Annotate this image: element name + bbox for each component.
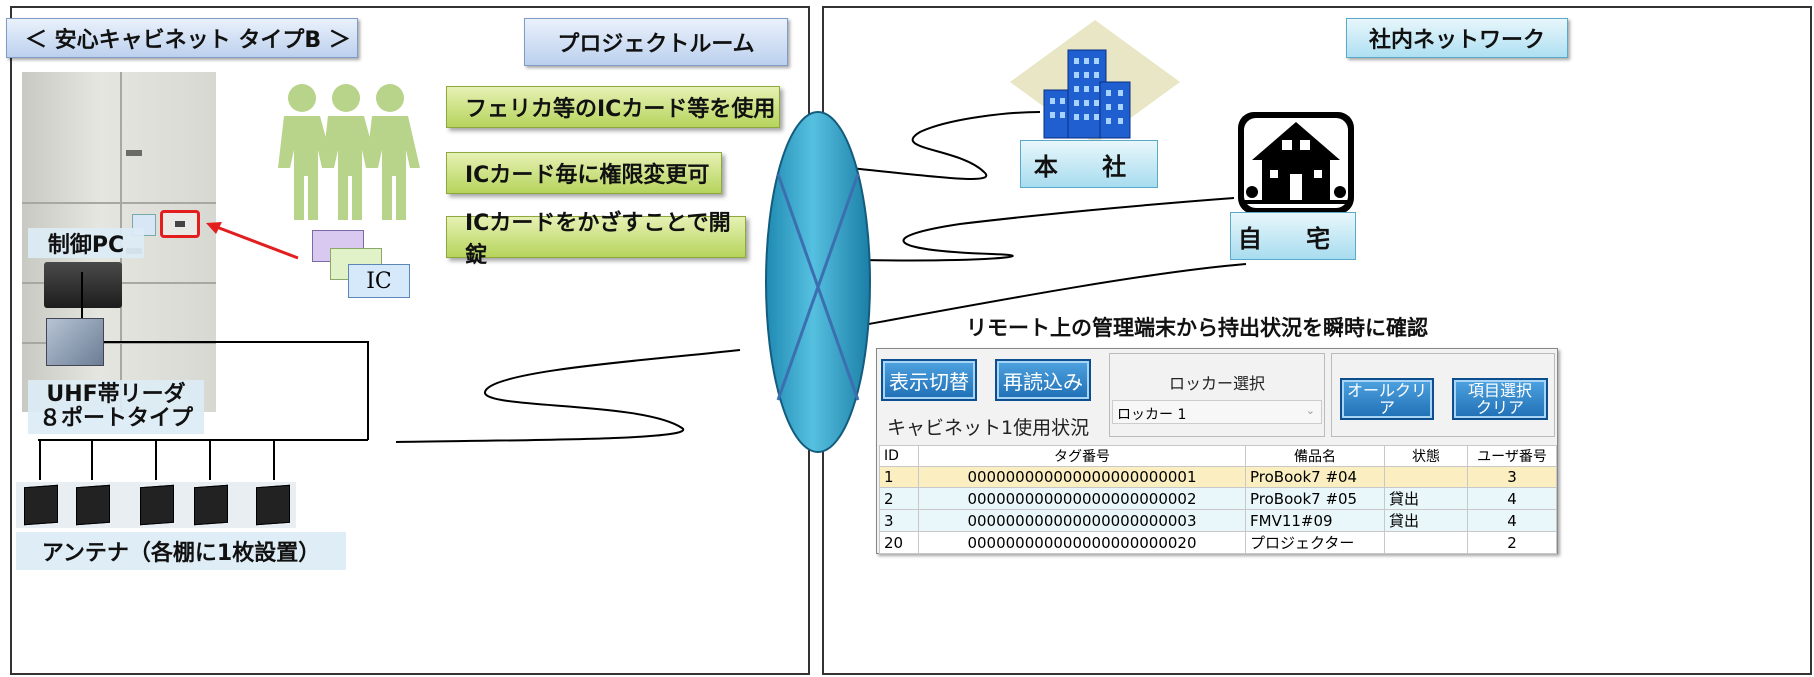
- headquarters-label: 本 社: [1020, 140, 1158, 188]
- cell-tag: 000000000000000000000001: [918, 466, 1246, 488]
- table-row[interactable]: 2 000000000000000000000002 ProBook7 #05 …: [879, 487, 1557, 510]
- locker-select-label: ロッカー選択: [1168, 374, 1265, 393]
- table-row[interactable]: 3 000000000000000000000003 FMV11#09 貸出 4: [879, 509, 1557, 532]
- cell-id: 1: [879, 466, 919, 488]
- cell-id: 3: [879, 509, 919, 532]
- column-header-id[interactable]: ID: [879, 445, 919, 467]
- locker-select-value: ロッカー 1: [1117, 407, 1187, 423]
- feature-box-3: ICカードをかざすことで開錠: [446, 211, 746, 268]
- status-table: ID タグ番号 備品名 状態 ユーザ番号 1 00000000000000000…: [879, 445, 1557, 554]
- management-app-window: 表示切替 再読込み キャビネット1使用状況 ロッカー選択 ロッカー 1 ⌄ オー…: [876, 348, 1558, 554]
- cell-tag: 000000000000000000000003: [918, 509, 1246, 532]
- reload-button[interactable]: 再読込み: [995, 359, 1091, 401]
- item-select-clear-button[interactable]: 項目選択 クリア: [1452, 378, 1548, 420]
- ic-card-front: IC: [348, 264, 410, 298]
- clear-buttons-group: オールクリア 項目選択 クリア: [1331, 353, 1555, 437]
- item-clear-line1: 項目選択: [1467, 381, 1532, 400]
- cell-user: 4: [1467, 487, 1557, 510]
- table-row[interactable]: 20 000000000000000000000020 プロジェクター 2: [879, 531, 1557, 554]
- column-header-item[interactable]: 備品名: [1245, 445, 1385, 467]
- cabinet-title: ＜ 安心キャビネット タイプB ＞: [6, 18, 358, 58]
- display-switch-button[interactable]: 表示切替: [881, 359, 977, 401]
- column-header-status[interactable]: 状態: [1384, 445, 1468, 467]
- uhf-reader-label: UHF帯リーダ ８ポートタイプ: [28, 380, 204, 434]
- feature-box-1: フェリカ等のICカード等を使用: [446, 86, 780, 128]
- cabinet-handle: [126, 150, 142, 156]
- wiring-lines: [38, 222, 369, 480]
- cabinet-shelf: [22, 202, 216, 204]
- network-label: 社内ネットワーク: [1346, 18, 1568, 58]
- cell-user: 3: [1467, 466, 1557, 488]
- column-header-tag[interactable]: タグ番号: [918, 445, 1246, 467]
- building-icon: [1010, 20, 1180, 144]
- cell-id: 20: [879, 531, 919, 554]
- cell-status: 貸出: [1384, 509, 1468, 532]
- project-room-label: プロジェクトルーム: [524, 18, 788, 66]
- cell-tag: 000000000000000000000002: [918, 487, 1246, 510]
- cell-item: FMV11#09: [1245, 509, 1385, 532]
- cell-user: 4: [1467, 509, 1557, 532]
- uhf-reader-label-line1: UHF帯リーダ: [46, 382, 186, 407]
- antenna-group: [16, 482, 296, 528]
- locker-select-dropdown[interactable]: ロッカー 1 ⌄: [1112, 400, 1322, 424]
- cell-status: [1384, 466, 1468, 488]
- card-reader-device: [160, 210, 200, 238]
- cell-item: ProBook7 #05: [1245, 487, 1385, 510]
- item-clear-line2: クリア: [1475, 398, 1524, 417]
- control-pc-label: 制御PC: [28, 228, 144, 258]
- cell-id: 2: [879, 487, 919, 510]
- all-clear-button[interactable]: オールクリア: [1340, 378, 1434, 420]
- cell-user: 2: [1467, 531, 1557, 554]
- uhf-reader-device: [46, 318, 104, 366]
- feature-box-2: ICカード毎に権限変更可: [446, 152, 722, 194]
- home-label: 自 宅: [1230, 212, 1356, 260]
- table-header-row: ID タグ番号 備品名 状態 ユーザ番号: [879, 445, 1557, 467]
- uhf-reader-label-line2: ８ポートタイプ: [38, 406, 193, 431]
- cell-item: プロジェクター: [1245, 531, 1385, 554]
- chevron-down-icon: ⌄: [1305, 404, 1315, 417]
- locker-select-group: ロッカー選択 ロッカー 1 ⌄: [1109, 353, 1325, 437]
- cell-status: 貸出: [1384, 487, 1468, 510]
- cell-item: ProBook7 #04: [1245, 466, 1385, 488]
- cell-status: [1384, 531, 1468, 554]
- cell-tag: 000000000000000000000020: [918, 531, 1246, 554]
- network-cloud: [765, 111, 871, 453]
- people-icon: [278, 84, 420, 220]
- cabinet-status-title: キャビネット1使用状況: [887, 417, 1090, 439]
- house-icon: [1238, 112, 1354, 214]
- column-header-user[interactable]: ユーザ番号: [1467, 445, 1557, 467]
- antenna-label: アンテナ（各棚に1枚設置）: [16, 532, 346, 570]
- remote-caption: リモート上の管理端末から持出状況を瞬時に確認: [966, 316, 1428, 340]
- table-row[interactable]: 1 000000000000000000000001 ProBook7 #04 …: [879, 466, 1557, 488]
